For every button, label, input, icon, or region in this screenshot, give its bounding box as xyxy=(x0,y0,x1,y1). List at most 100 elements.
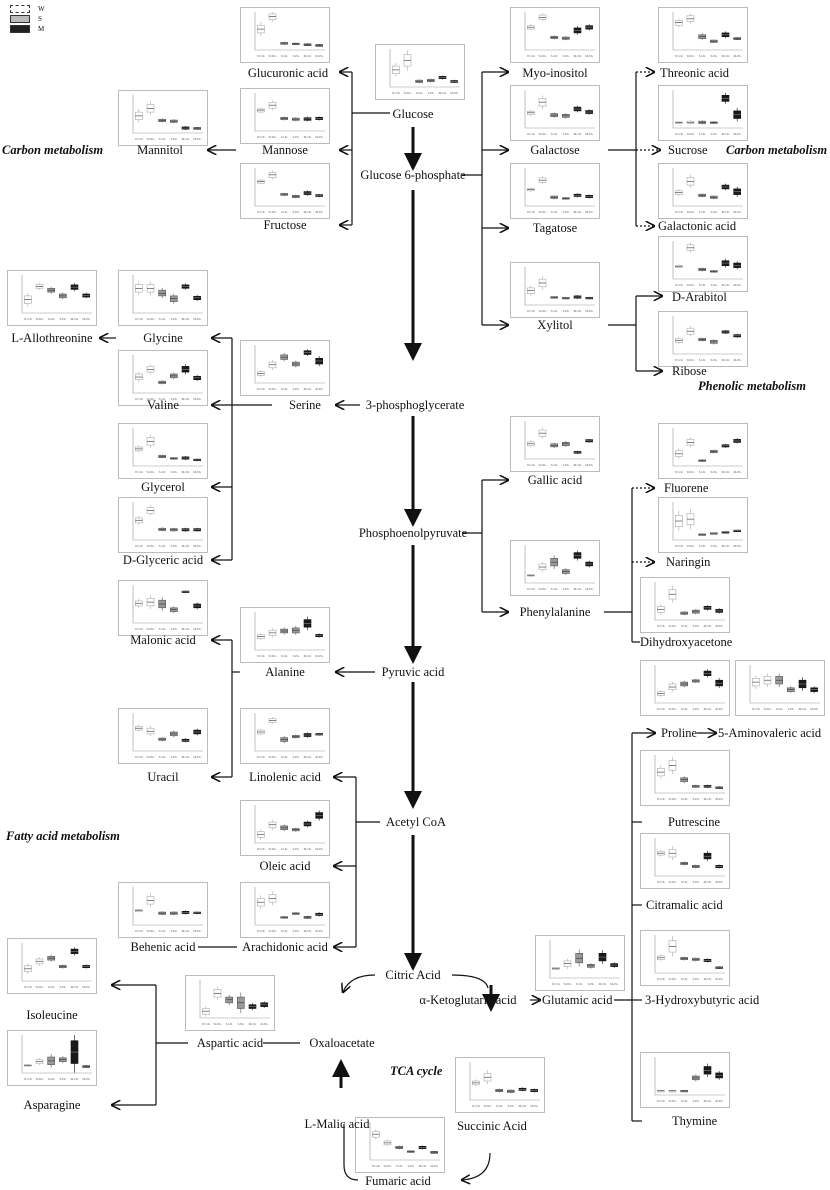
boxplot-tick-label: M-PG xyxy=(733,54,741,58)
boxplot-axis xyxy=(21,943,92,982)
boxplot-tick-label: W-P.G xyxy=(687,210,696,214)
boxplot-tick-label: W-CK xyxy=(372,1164,381,1168)
boxplot-tick-label: W-P.G xyxy=(269,654,278,658)
boxplot-box xyxy=(680,1090,688,1093)
boxplot-tick-label: S-PG xyxy=(293,755,300,759)
boxplot-tick-label: M-CK xyxy=(722,54,731,58)
boxplot-tick-label: S-PG xyxy=(693,707,700,711)
boxplot-tick-label: M-PG xyxy=(585,210,593,214)
boxplot-tick-label: M-CK xyxy=(574,463,583,467)
boxplot-tick-label: W-CK xyxy=(392,91,401,95)
boxplot-tick-label: M-PG xyxy=(610,982,618,986)
label-xylitol: Xylitol xyxy=(537,318,573,332)
boxplot-tick-label: W-P.G xyxy=(539,210,548,214)
boxplot-axis xyxy=(672,90,743,129)
boxplot-tick-label: M-PG xyxy=(715,707,723,711)
boxplot-axis xyxy=(524,12,595,51)
boxplot-tick-label: W-CK xyxy=(135,137,144,141)
node-g6p: Glucose 6-phosphate xyxy=(360,168,466,182)
boxplot-tick-label: M-CK xyxy=(304,847,313,851)
label-dihydroxyacetone: Dihydroxyacetone xyxy=(640,635,733,649)
boxplot-tick-label: W-P.G xyxy=(269,755,278,759)
section-carbon-left: Carbon metabolism xyxy=(2,143,104,157)
boxplot-tick-label: W-CK xyxy=(527,210,536,214)
boxplot-tick-label: S-PG xyxy=(563,309,570,313)
boxplot-tick-label: M-PG xyxy=(315,929,323,933)
boxplot-axis xyxy=(21,1035,92,1074)
boxplot-tick-label: M-CK xyxy=(704,797,713,801)
boxplot-tick-label: W-CK xyxy=(24,985,33,989)
label-sucrose: Sucrose xyxy=(668,143,708,157)
boxplot-box xyxy=(733,529,741,532)
boxplot-tick-label: S-CK xyxy=(681,624,689,628)
boxplot-tick-label: M-PG xyxy=(193,929,201,933)
boxplot-axis xyxy=(132,887,203,926)
boxplot-tick-label: M-PG xyxy=(82,1077,90,1081)
boxplot-tick-label: W-CK xyxy=(135,317,144,321)
boxplot-tick-label: W-P.G xyxy=(269,210,278,214)
boxplot-tick-label: M-PG xyxy=(715,797,723,801)
boxplot-axis xyxy=(132,428,203,467)
label-mannose: Mannose xyxy=(262,143,308,157)
label-fluorene: Fluorene xyxy=(664,481,709,495)
boxplot-tick-label: S-PG xyxy=(171,929,178,933)
boxplot-tick-label: W-P.G xyxy=(147,397,156,401)
boxplot-tick-label: S-CK xyxy=(699,544,707,548)
node-pyruvic: Pyruvic acid xyxy=(381,665,445,679)
boxplot-tick-label: S-PG xyxy=(293,929,300,933)
boxplot-tick-label: W-CK xyxy=(24,1077,33,1081)
boxplot-tick-label: W-P.G xyxy=(564,982,573,986)
boxplot-tick-label: W-CK xyxy=(257,387,266,391)
boxplot-tick-label: W-CK xyxy=(657,797,666,801)
boxplot-tick-label: M-CK xyxy=(599,982,608,986)
boxplot-tick-label: M-CK xyxy=(182,470,191,474)
boxplot-tick-label: W-CK xyxy=(657,707,666,711)
boxplot-box xyxy=(257,108,265,113)
boxplot-tick-label: S-CK xyxy=(159,137,167,141)
boxplot-tick-label: S-PG xyxy=(563,463,570,467)
boxplot-axis xyxy=(524,267,595,306)
boxplot-tick-label: M-PG xyxy=(315,654,323,658)
label-linolenic: Linolenic acid xyxy=(249,770,321,784)
boxplot-tick-label: M-PG xyxy=(193,137,201,141)
boxplot-tick-label: S-PG xyxy=(711,470,718,474)
boxplot-tick-label: W-CK xyxy=(657,977,666,981)
boxplot-tick-label: S-CK xyxy=(576,982,584,986)
boxplot-axis xyxy=(654,935,725,974)
boxplot-tick-label: M-PG xyxy=(82,985,90,989)
boxplot-tick-label: M-CK xyxy=(182,137,191,141)
label-ribose: Ribose xyxy=(672,364,707,378)
boxplot-axis xyxy=(132,585,203,624)
boxplot-tick-label: W-P.G xyxy=(687,283,696,287)
boxplot-tick-label: M-CK xyxy=(722,283,731,287)
boxplot-tick-label: W-CK xyxy=(135,627,144,631)
legend: W S M xyxy=(10,4,45,34)
boxplot-tick-label: W-CK xyxy=(527,587,536,591)
boxplot-tick-label: W-CK xyxy=(675,210,684,214)
boxplot-tick-label: W-CK xyxy=(675,544,684,548)
boxplot-tick-label: S-PG xyxy=(788,707,795,711)
